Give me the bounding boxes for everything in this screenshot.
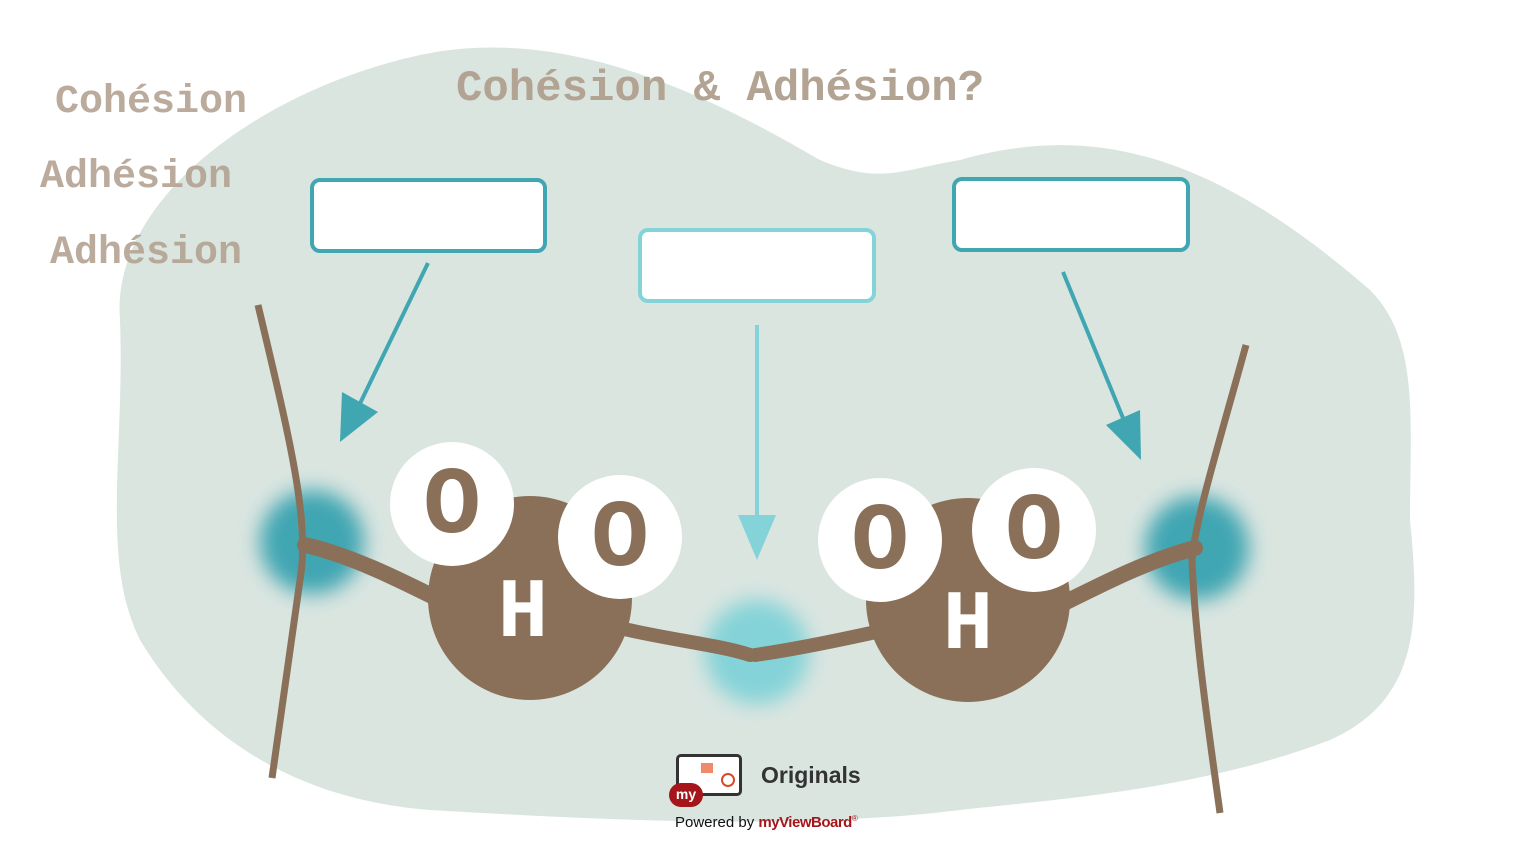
drop-box-right[interactable]	[952, 177, 1190, 252]
drop-box-center[interactable]	[638, 228, 876, 303]
molecule-2-atom-2-label: O	[1005, 478, 1063, 587]
originals-title: Originals	[761, 762, 861, 788]
molecule-2-atom-2	[972, 468, 1096, 592]
my-badge-logo: my	[669, 783, 703, 807]
drop-box-left[interactable]	[310, 178, 547, 253]
molecule-1-atom-1-label: O	[423, 452, 481, 561]
play-glyph-icon	[721, 773, 735, 787]
molecule-1-atom-1	[390, 442, 514, 566]
molecule-2-atom-1-label: O	[851, 488, 909, 597]
molecule-2-center-label: H	[943, 579, 993, 674]
molecule-1-center-label: H	[498, 567, 548, 662]
bond-right-center	[748, 623, 892, 662]
powered-by-text: Powered by	[675, 814, 755, 831]
myviewboard-brand: myViewBoard	[758, 814, 852, 831]
surface-line-right	[1188, 344, 1250, 814]
molecule-1-atom-2-label: O	[591, 485, 649, 594]
word-bank-adhesion-1[interactable]: Adhésion	[40, 155, 233, 200]
originals-logo-icon	[676, 754, 742, 796]
arrow-center	[738, 325, 776, 560]
page-title: Cohésion & Adhésion?	[456, 64, 985, 114]
slide-glyph-icon	[701, 763, 713, 773]
bond-right-wall	[1052, 540, 1203, 613]
powered-by-line: Powered by myViewBoard®	[675, 814, 858, 831]
molecule-2-atom-1	[818, 478, 942, 602]
registered-mark: ®	[851, 814, 858, 823]
word-bank-cohesion[interactable]: Cohésion	[55, 80, 248, 125]
bond-left-center	[613, 621, 757, 662]
surface-line-left	[254, 304, 307, 779]
word-bank-adhesion-2[interactable]: Adhésion	[50, 231, 243, 276]
arrow-left	[340, 262, 430, 442]
molecule-1-atom-2	[558, 475, 682, 599]
arrow-right	[1061, 271, 1141, 460]
bond-left-wall	[297, 537, 448, 608]
